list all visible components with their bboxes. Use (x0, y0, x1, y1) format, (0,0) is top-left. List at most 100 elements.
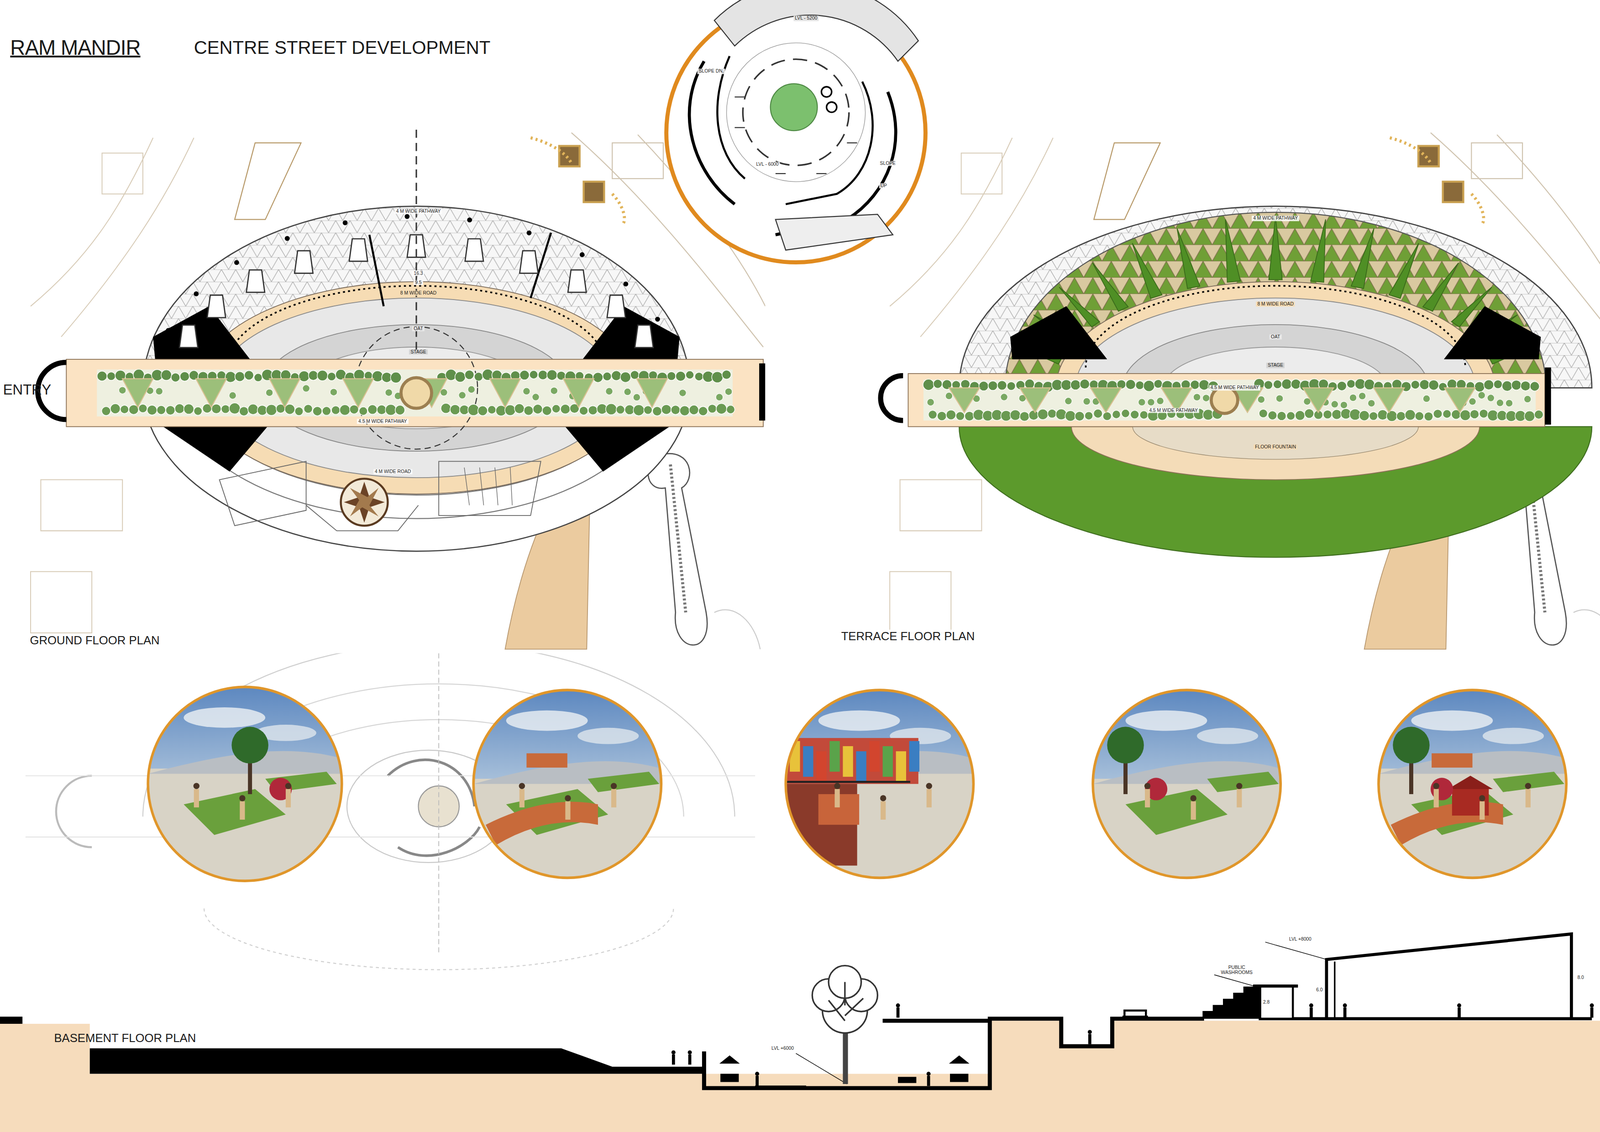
render-views-part-part (855, 750, 866, 782)
tree-rows-part (165, 405, 175, 415)
dimension: 2.8 (1261, 999, 1271, 1005)
basement-floor-plan-part (56, 775, 92, 847)
section-people-part (1087, 1029, 1092, 1034)
tree-rows-part (229, 391, 237, 399)
tree-rows-part (269, 378, 300, 408)
width-label: 4.5 M WIDE PATHWAY (1147, 407, 1199, 413)
tree-rows-part (1121, 409, 1130, 418)
zone-label: FLOOR FOUNTAIN (1253, 444, 1298, 450)
level-label: LVL - 6000 (754, 161, 780, 167)
tree-rows-part (964, 411, 975, 421)
lawn-spikes-part (1177, 228, 1201, 289)
zone-label: OAT (412, 325, 425, 331)
terrace-floor-plan-part (1132, 426, 1419, 460)
site-section-part (755, 1085, 807, 1086)
render-views-part-part (869, 740, 880, 772)
tree-rows-part (122, 378, 153, 408)
tree-rows-part (298, 370, 310, 382)
render-views-part-part (880, 801, 886, 820)
terrace-floor-plan-part (1211, 386, 1238, 414)
tree-rows-part (1193, 393, 1201, 401)
tree-rows-part (474, 372, 483, 381)
ground-floor-plan-part (343, 481, 385, 523)
render-views-part-part (473, 778, 661, 904)
tree-rows-part (372, 370, 383, 382)
tree-rows-part (1433, 409, 1443, 418)
tree-rows-part (1037, 409, 1049, 420)
render-views-part-part (1196, 727, 1259, 745)
tree-rows-part (1007, 381, 1016, 391)
ground-floor-plan-part (400, 377, 432, 409)
terrace-floor-plan-part (1010, 306, 1107, 360)
section-people-part (687, 1049, 693, 1055)
tree-rows-part (477, 405, 488, 416)
terrace-floor-plan-part (1071, 426, 1480, 480)
terrace-floor-plan-part (1085, 285, 1466, 368)
site-section-part (882, 1018, 991, 1023)
tree-rows-part (708, 403, 717, 413)
sheet-subtitle: CENTRE STREET DEVELOPMENT (194, 37, 491, 58)
tree-rows-part (458, 391, 467, 399)
render-views-part-part (785, 768, 974, 893)
tree-rows-part (533, 403, 543, 414)
basement-shops-part (464, 467, 513, 506)
tree-rows-part (671, 405, 681, 415)
tree-rows-part (1496, 399, 1504, 407)
tree-rows-part (179, 371, 190, 382)
ground-floor-plan (30, 127, 766, 649)
tree-rows-part (550, 387, 558, 395)
paving-panels-part (465, 238, 484, 262)
render-views-part-part (1125, 788, 1228, 835)
terrace-floor-plan-part (880, 375, 903, 421)
render-views-part-part (1479, 794, 1485, 801)
tree-rows-part (171, 372, 180, 382)
tree-rows-part (467, 385, 476, 394)
inset-detail-part (826, 102, 837, 113)
tree-rows-part (1135, 380, 1145, 390)
section-people-part (755, 1075, 759, 1086)
tree-rows-part (1079, 378, 1090, 389)
tree-rows-part (997, 380, 1008, 390)
lawn-spikes-part (1389, 242, 1419, 299)
ground-floor-plan-part (340, 478, 389, 526)
tree-rows-part (1019, 387, 1051, 413)
render-views-part-part (526, 753, 567, 768)
tree-rows-part (455, 371, 466, 383)
inset-detail-part (689, 61, 735, 205)
render-views-part-part (880, 794, 887, 801)
render-views-part-part (926, 788, 932, 808)
tree-rows-part (519, 370, 530, 380)
tree-rows-part (1302, 387, 1334, 413)
tree-rows-part (532, 393, 540, 401)
basement-floor-plan-part (20, 653, 766, 1041)
tree-rows-part (1367, 399, 1375, 407)
tree-rows-part (624, 388, 632, 396)
ground-floor-plan-part (152, 306, 250, 360)
tree-rows-part (1331, 400, 1339, 409)
paving-panels-part (404, 214, 410, 220)
entry-label: ENTRY (3, 382, 52, 398)
section-people-part (926, 1071, 931, 1076)
section-people-part (1343, 1007, 1347, 1018)
section-people-part (1589, 1002, 1595, 1008)
site-section-part (0, 1016, 23, 1024)
inset-detail-part (770, 83, 818, 131)
render-views-part-part (519, 788, 525, 808)
tree-rows (923, 378, 1544, 422)
render-views-part-part (1144, 782, 1151, 789)
tree-rows-part (195, 378, 227, 408)
ground-floor-plan-part (369, 234, 384, 306)
render-views-part-part (183, 707, 266, 728)
lawn-spikes-part (1225, 219, 1241, 283)
render-views-part-part (1092, 778, 1281, 904)
tree-rows-part (1493, 379, 1503, 389)
paving-panels (165, 214, 661, 348)
tree-rows-part (1277, 411, 1287, 421)
render-views-part-part (1431, 753, 1473, 768)
render-views-part-part (506, 710, 588, 731)
dimension: 16.3 (412, 270, 425, 276)
tree-rows-part (675, 371, 686, 382)
tree-rows-part (927, 398, 935, 406)
render-views-part (147, 686, 342, 881)
